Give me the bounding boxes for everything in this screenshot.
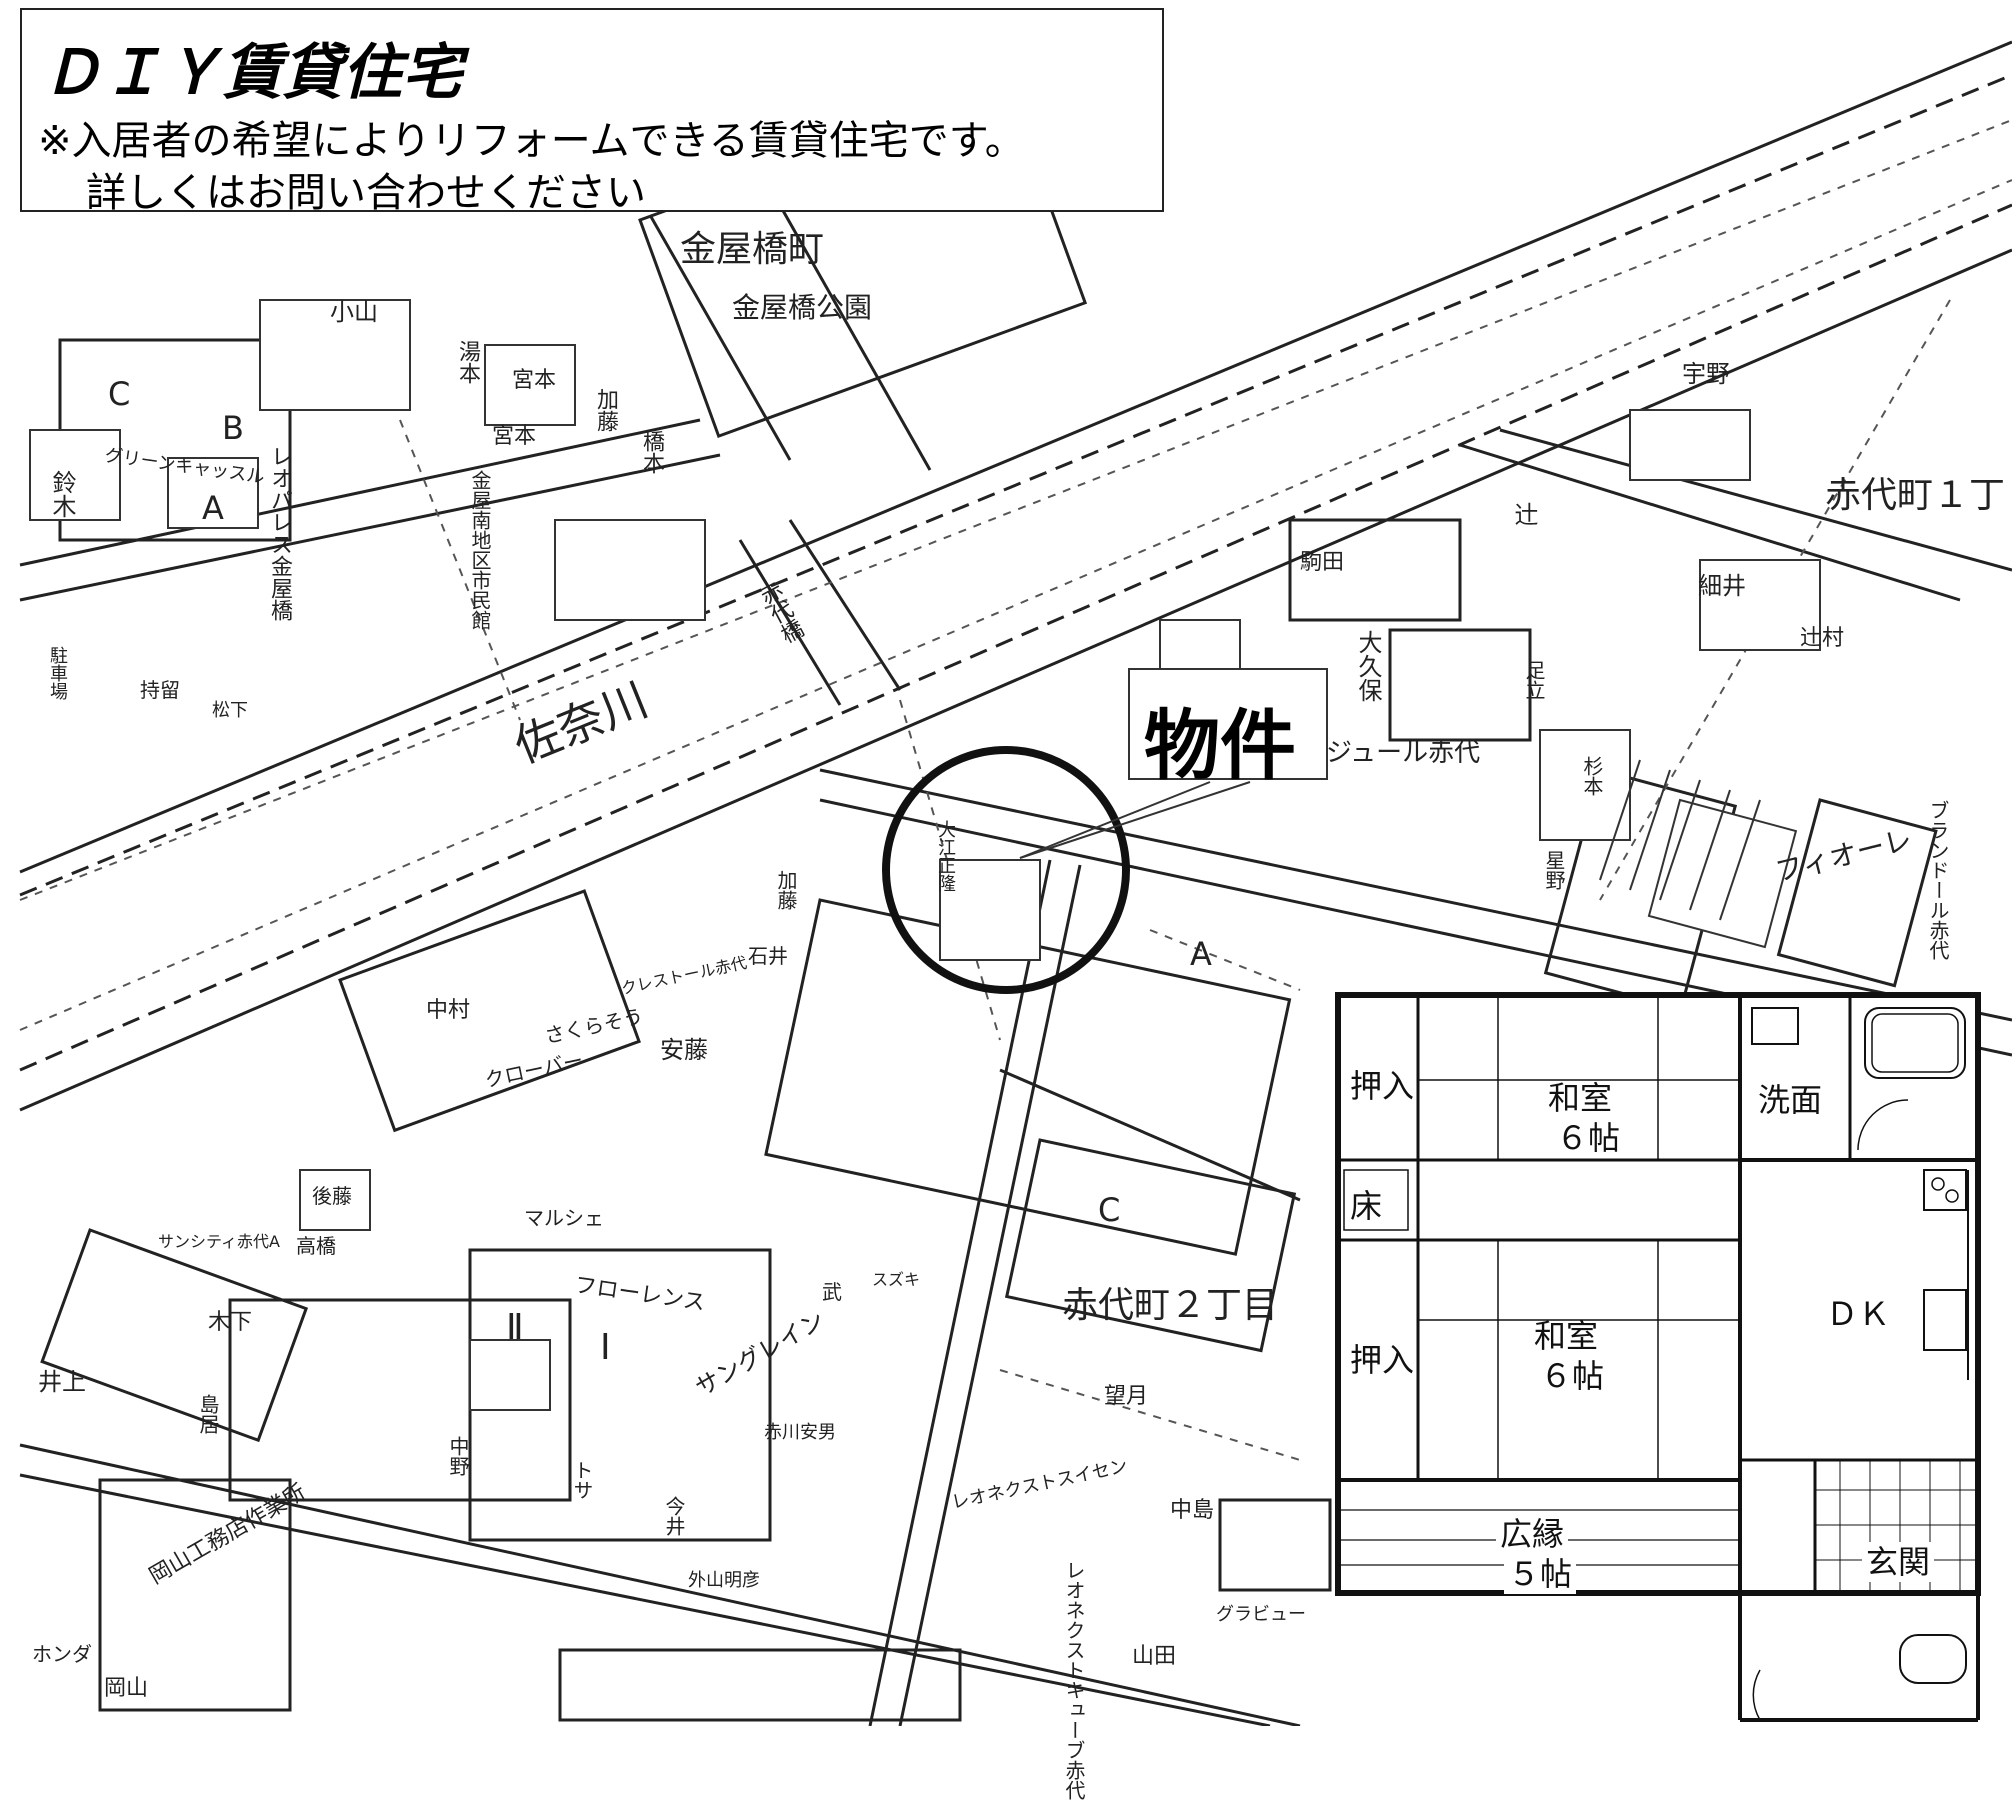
map-label: C: [108, 375, 131, 413]
map-label: レオパレス金屋橋: [267, 445, 292, 621]
map-label: トサ: [570, 1460, 594, 1500]
room-size-hiroen: ５帖: [1504, 1554, 1577, 1594]
map-label: 橋本: [639, 430, 664, 474]
map-label: レオネクストキューブ赤代: [1062, 1560, 1086, 1800]
map-label: 杉本: [1580, 756, 1604, 796]
map-label: 金屋南地区市民館: [468, 470, 492, 630]
map-label: 駐車場: [47, 646, 68, 700]
map-label: 高橋: [296, 1234, 336, 1258]
property-callout: 物件: [1128, 668, 1328, 790]
map-label: 加藤: [593, 388, 618, 432]
map-label: 宇野: [1682, 360, 1730, 388]
map-label: 鈴木: [48, 470, 76, 518]
map-label: 後藤: [312, 1184, 352, 1208]
map-label: 赤川安男: [764, 1422, 836, 1443]
map-label: 持留: [140, 678, 180, 702]
map-label: 岡山: [104, 1676, 149, 1701]
map-label: 中島: [1170, 1498, 1215, 1523]
map-label: 辻村: [1800, 626, 1845, 651]
floor-plan: [1335, 992, 1981, 1722]
room-label-hiroen: 広縁: [1496, 1514, 1569, 1554]
title-panel: ＤＩＹ賃貸住宅 ※入居者の希望によりリフォームできる賃貸住宅です。 詳しくはお問…: [20, 8, 1164, 216]
area-label-akashiro-2: 赤代町２丁目: [1062, 1285, 1279, 1326]
map-label: サンシティ赤代A: [158, 1232, 280, 1251]
map-label: 望月: [1104, 1384, 1149, 1409]
map-label: 武: [822, 1280, 842, 1304]
map-label: 井上: [38, 1368, 86, 1396]
title-description: ※入居者の希望によりリフォームできる賃貸住宅です。: [38, 118, 1025, 164]
map-label: 今井: [662, 1496, 686, 1536]
map-label: マルシェ: [524, 1206, 604, 1230]
map-label: Ⅱ: [506, 1307, 524, 1348]
map-label: 駒田: [1300, 550, 1345, 575]
room-size-washitsu-2: ６帖: [1540, 1357, 1605, 1395]
map-label: 足立: [1522, 660, 1546, 700]
map-label: 宮本: [492, 424, 537, 449]
map-label: 安藤: [660, 1036, 708, 1064]
map-label: 星野: [1542, 850, 1566, 890]
map-label: A: [202, 489, 224, 527]
map-label: Ⅰ: [600, 1327, 611, 1368]
area-label-akashiro-1: 赤代町１丁: [1825, 475, 2006, 516]
map-label: 宮本: [512, 368, 557, 393]
map-label: 大久保: [1354, 630, 1382, 702]
map-label: 小山: [330, 298, 378, 326]
map-label: C: [1098, 1191, 1121, 1229]
area-label-kanayabashi-park: 金屋橋公園: [732, 291, 873, 324]
room-label-dk: ＤＫ: [1826, 1295, 1891, 1333]
map-label: 細井: [1698, 572, 1746, 600]
room-label-genkan: 玄関: [1862, 1542, 1935, 1582]
map-label: グラビュー: [1216, 1604, 1306, 1625]
room-label-washitsu-2: 和室: [1534, 1317, 1599, 1355]
map-label: 中村: [426, 998, 471, 1023]
map-label: 辻: [1510, 502, 1538, 526]
map-label: 木下: [208, 1310, 253, 1335]
map-label: 石井: [748, 944, 788, 968]
room-label-oshiire-2: 押入: [1350, 1341, 1415, 1379]
room-label-senmen: 洗面: [1758, 1081, 1823, 1119]
area-map: [19, 40, 2012, 1726]
map-label: 島居: [196, 1394, 220, 1434]
room-label-oshiire-1: 押入: [1350, 1067, 1415, 1105]
map-label: スズキ: [872, 1270, 921, 1289]
room-size-washitsu-1: ６帖: [1556, 1119, 1621, 1157]
title-contact-note: 詳しくはお問い合わせください: [86, 170, 646, 216]
property-circle: [882, 746, 1130, 994]
map-label: 加藤: [774, 870, 798, 910]
map-label: 山田: [1132, 1644, 1177, 1669]
room-label-toko: 床: [1350, 1187, 1383, 1225]
map-label: 松下: [212, 700, 248, 721]
map-label: ホンダ: [32, 1642, 92, 1666]
page-title: ＤＩＹ賃貸住宅: [42, 38, 462, 108]
map-label: ジュール赤代: [1326, 738, 1481, 768]
room-label-washitsu-1: 和室: [1548, 1079, 1613, 1117]
property-callout-label: 物件: [1144, 701, 1296, 790]
map-label: 中野: [446, 1436, 470, 1476]
map-label: B: [222, 409, 244, 447]
map-label: 大江正隆: [935, 820, 956, 892]
map-label: 湯本: [455, 340, 480, 384]
area-label-kanayabashi-cho: 金屋橋町: [680, 229, 825, 270]
map-label: ブランドール赤代: [1926, 800, 1950, 960]
map-label: 外山明彦: [688, 1570, 760, 1591]
map-label: A: [1190, 935, 1212, 973]
